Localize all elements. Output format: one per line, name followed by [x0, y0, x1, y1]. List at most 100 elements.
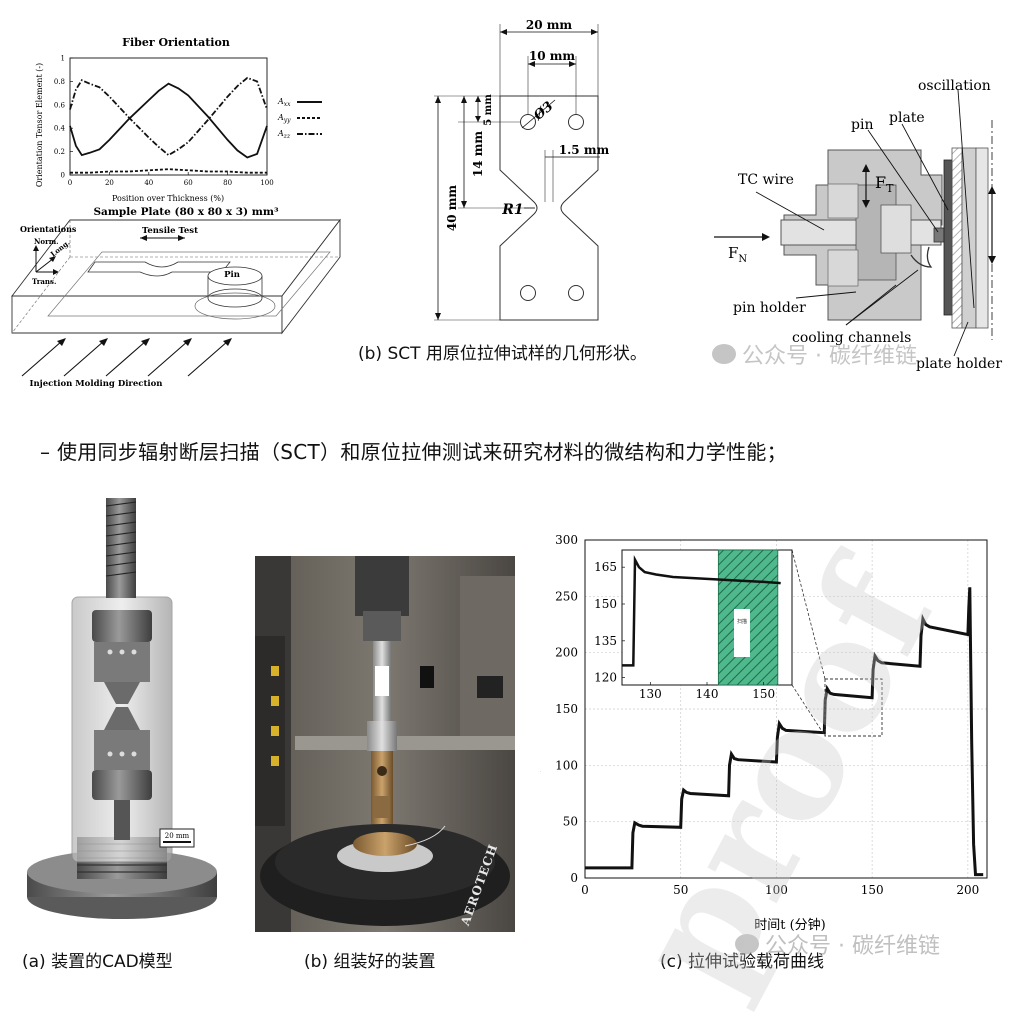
injection-arrowhead — [141, 338, 150, 346]
plate-holder-label: plate holder — [916, 356, 1002, 372]
inset-y-tick-label: 135 — [594, 634, 617, 648]
body-text: – 使用同步辐射断层扫描（SCT）和原位拉伸测试来研究材料的微结构和力学性能； — [40, 440, 787, 464]
y-tick-label: 50 — [563, 815, 578, 829]
sample-plate-diagram: Sample Plate (80 x 80 x 3) mm³ Tensile T… — [11, 206, 341, 389]
x-tick-label: 60 — [184, 179, 193, 187]
legend-label-axx: Axx — [277, 97, 291, 108]
y-tick-label: 0.6 — [54, 101, 66, 109]
injection-arrow — [147, 340, 189, 377]
tensile-test-label: Tensile Test — [142, 226, 198, 236]
inset-x-tick-label: 140 — [696, 687, 719, 701]
trans-label: Trans. — [32, 277, 56, 286]
plate-title: Sample Plate (80 x 80 x 3) mm³ — [93, 206, 279, 218]
injection-arrowhead — [183, 338, 192, 346]
injection-arrow — [187, 340, 229, 377]
dim-1-5mm: 1.5 mm — [559, 143, 610, 157]
dim-20mm: 20 mm — [526, 18, 573, 32]
specimen-caption: (b) SCT 用原位拉伸试样的几何形状。 — [358, 344, 647, 364]
x-tick-label: 40 — [144, 179, 153, 187]
x-tick-label: 50 — [673, 883, 688, 897]
load-series-line — [585, 587, 984, 877]
wechat-watermark-bottom: 公众号 · 碳纤维链 — [735, 928, 940, 960]
x-axis-label: Position over Thickness (%) — [112, 194, 224, 203]
fiber-orientation-chart: Fiber Orientation Orientation Tensor Ele… — [35, 36, 322, 203]
cad-model-image: 20 mm — [27, 498, 217, 919]
series-line-azz — [69, 76, 268, 157]
y-tick-label: 0 — [570, 871, 578, 885]
x-tick-label: 150 — [861, 883, 884, 897]
x-tick-label: 20 — [105, 179, 114, 187]
dim-14mm: 14 mm — [471, 131, 485, 178]
dim-40mm: 40 mm — [445, 185, 459, 232]
assembled-device-photo: AEROTECH — [255, 556, 515, 932]
y-tick-label: 0.4 — [54, 125, 66, 133]
orientations-label: Orientations — [20, 224, 77, 234]
series-line-axx — [69, 82, 268, 159]
injection-arrow — [63, 340, 105, 377]
chart-title: Fiber Orientation — [122, 36, 230, 49]
injection-label: Injection Molding Direction — [29, 379, 162, 389]
ft-label: FT — [875, 173, 894, 195]
load-plot-frame — [584, 539, 988, 879]
plot-frame — [69, 57, 268, 176]
zoom-box — [824, 678, 883, 737]
legend: Axx Ayy Azz — [277, 97, 322, 140]
x-tick-label: 100 — [765, 883, 788, 897]
dim-10mm: 10 mm — [529, 49, 576, 63]
x-tick-label: 80 — [223, 179, 232, 187]
legend-label-azz: Azz — [277, 129, 291, 140]
y-tick-label: 200 — [555, 646, 578, 660]
inset-y-tick-label: 120 — [594, 671, 617, 685]
pin-holder-label: pin holder — [733, 300, 806, 316]
specimen-geometry-drawing: 20 mm 10 mm 40 mm 14 mm 5 mm Ø3 1.5 mm R… — [434, 18, 610, 321]
tribometer-diagram: FT FN oscillation pin plate TC wire pin … — [714, 78, 1002, 372]
injection-arrowhead — [99, 338, 108, 346]
photo-caption: (b) 组装好的装置 — [304, 952, 436, 972]
dim-radius: R1 — [501, 202, 523, 218]
injection-arrow — [21, 340, 63, 377]
norm-label: Norm. — [34, 237, 59, 246]
injection-arrow — [105, 340, 147, 377]
injection-direction-arrows — [21, 338, 232, 377]
injection-arrowhead — [57, 338, 66, 346]
y-tick-label: 0.8 — [54, 78, 65, 86]
small-axis-mark: . — [540, 768, 541, 773]
oscillation-label: oscillation — [918, 78, 991, 94]
y-axis-label: Orientation Tensor Element (-) — [35, 63, 44, 187]
cad-scale-label: 20 mm — [165, 832, 190, 840]
plate-label: plate — [889, 110, 925, 126]
x-tick-label: 100 — [260, 179, 273, 187]
load-chart-caption: (c) 拉伸试验载荷曲线 — [660, 952, 825, 972]
y-tick-label: 0 — [61, 172, 65, 180]
scan-label-box — [734, 609, 750, 657]
inset-x-tick-label: 130 — [639, 687, 662, 701]
y-tick-label: 1 — [61, 55, 65, 63]
tc-wire-label: TC wire — [738, 172, 794, 188]
inset-x-tick-label: 150 — [752, 687, 775, 701]
x-tick-label: 0 — [581, 883, 589, 897]
scan-label: 扫描 — [737, 618, 747, 625]
inset-series-line — [622, 555, 781, 667]
inset-y-tick-label: 165 — [594, 560, 617, 574]
y-tick-label: 0.2 — [54, 148, 65, 156]
cad-caption: (a) 装置的CAD模型 — [22, 952, 173, 972]
dim-5mm: 5 mm — [483, 94, 494, 126]
series-line-ayy — [70, 168, 267, 174]
x-tick-label: 0 — [68, 179, 72, 187]
y-tick-label: 300 — [555, 533, 578, 547]
inset-y-tick-label: 150 — [594, 597, 617, 611]
y-tick-label: 150 — [555, 702, 578, 716]
y-tick-label: 100 — [555, 758, 578, 772]
legend-label-ayy: Ayy — [277, 113, 291, 124]
inset-chart: 扫描 130 140 150 120 135 150 165 — [594, 549, 793, 701]
pin-label: Pin — [224, 270, 240, 280]
pin-label: pin — [851, 117, 873, 133]
cooling-channels-label: cooling channels — [792, 330, 911, 346]
injection-arrowhead — [223, 338, 232, 346]
x-tick-label: 200 — [956, 883, 979, 897]
fn-label: FN — [728, 244, 747, 265]
wechat-icon — [712, 344, 736, 364]
wechat-icon — [735, 934, 759, 954]
y-tick-label: 250 — [555, 589, 578, 603]
